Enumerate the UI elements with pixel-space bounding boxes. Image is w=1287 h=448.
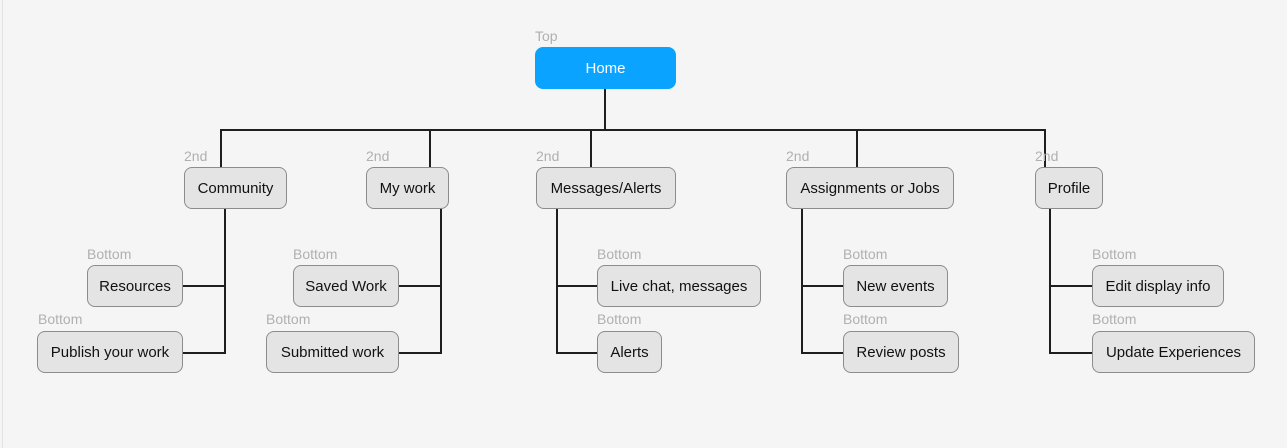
connector-mywork-trunk (440, 208, 442, 354)
level-label-submitted: Bottom (266, 311, 311, 327)
level-label-update: Bottom (1092, 311, 1137, 327)
connector-submitted (399, 352, 442, 354)
level-label-profile: 2nd (1035, 148, 1059, 164)
connector-assignments-up (856, 129, 858, 168)
level-label-assignments: 2nd (786, 148, 810, 164)
connector-mywork-up (429, 129, 431, 168)
community-node[interactable]: Community (184, 167, 287, 209)
my-work-node[interactable]: My work (366, 167, 449, 209)
level-label-mywork: 2nd (366, 148, 390, 164)
level-label-community: 2nd (184, 148, 208, 164)
saved-work-node[interactable]: Saved Work (293, 265, 399, 307)
level-label-alerts: Bottom (597, 311, 642, 327)
edit-display-info-node[interactable]: Edit display info (1092, 265, 1224, 307)
connector-profile-up (1044, 129, 1046, 168)
connector-saved (399, 285, 442, 287)
connector-editdisplay (1049, 285, 1092, 287)
home-node[interactable]: Home (535, 47, 676, 89)
connector-community-up (220, 129, 222, 168)
connector-home-down (604, 88, 606, 131)
connector-newevents (801, 285, 844, 287)
canvas-edge (2, 0, 3, 448)
connector-assignments-trunk (801, 208, 803, 354)
review-posts-node[interactable]: Review posts (843, 331, 959, 373)
connector-messages-up (590, 129, 592, 168)
level-label-publish: Bottom (38, 311, 83, 327)
connector-update (1049, 352, 1092, 354)
level-label-saved: Bottom (293, 246, 338, 262)
update-experiences-node[interactable]: Update Experiences (1092, 331, 1255, 373)
level-label-livechat: Bottom (597, 246, 642, 262)
level-label-newevents: Bottom (843, 246, 888, 262)
level-label-editdisplay: Bottom (1092, 246, 1137, 262)
publish-your-work-node[interactable]: Publish your work (37, 331, 183, 373)
level-label-resources: Bottom (87, 246, 132, 262)
assignments-jobs-node[interactable]: Assignments or Jobs (786, 167, 954, 209)
connector-messages-trunk (556, 208, 558, 354)
level-label-messages: 2nd (536, 148, 560, 164)
level-label-top: Top (535, 28, 558, 44)
connector-community-trunk (224, 208, 226, 354)
connector-livechat (556, 285, 598, 287)
new-events-node[interactable]: New events (843, 265, 948, 307)
submitted-work-node[interactable]: Submitted work (266, 331, 399, 373)
connector-main-bus (220, 129, 1046, 131)
level-label-review: Bottom (843, 311, 888, 327)
resources-node[interactable]: Resources (87, 265, 183, 307)
profile-node[interactable]: Profile (1035, 167, 1103, 209)
connector-profile-trunk (1049, 208, 1051, 354)
alerts-node[interactable]: Alerts (597, 331, 662, 373)
connector-alerts (556, 352, 598, 354)
connector-resources (183, 285, 226, 287)
live-chat-messages-node[interactable]: Live chat, messages (597, 265, 761, 307)
messages-alerts-node[interactable]: Messages/Alerts (536, 167, 676, 209)
connector-publish (183, 352, 226, 354)
connector-review (801, 352, 844, 354)
